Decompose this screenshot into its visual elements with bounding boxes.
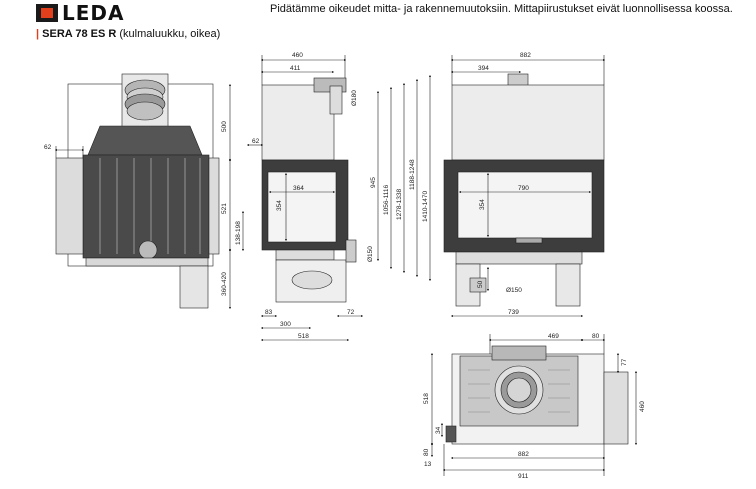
side-dim-500: 500 xyxy=(221,121,228,132)
plan-dim-34: 34 xyxy=(435,426,442,434)
side-dim-flue: Ø180 xyxy=(351,90,358,106)
side-dim-360-420: 360-420 xyxy=(221,272,228,296)
plan-dim-13: 13 xyxy=(424,461,432,468)
brand-name: LEDA xyxy=(62,1,125,25)
model-title: | SERA 78 ES R (kulmaluukku, oikea) xyxy=(36,28,220,40)
side-hood xyxy=(261,84,335,161)
side-dim-945: 945 xyxy=(370,177,377,188)
side-dim-72: 72 xyxy=(347,309,355,316)
side-dim-1410-1470: 1410-1470 xyxy=(422,191,429,222)
right-dim-739: 739 xyxy=(508,309,519,316)
plan-dim-911: 911 xyxy=(518,473,529,480)
disclaimer-text: Pidätämme oikeudet mitta- ja rakennemuut… xyxy=(270,3,733,15)
side-view: 460 411 Ø180 364 354 62 Ø150 500 521 138… xyxy=(221,52,432,342)
plan-dim-518: 518 xyxy=(423,393,430,404)
firebox-body xyxy=(82,154,210,259)
right-dim-790: 790 xyxy=(518,185,529,192)
leda-logo-mark-icon xyxy=(36,4,58,22)
side-dim-411: 411 xyxy=(290,65,301,72)
right-glass xyxy=(457,171,593,239)
right-view: 882 394 790 354 50 Ø150 739 xyxy=(443,52,606,318)
side-dim-83: 83 xyxy=(265,309,273,316)
plan-dim-80: 80 xyxy=(592,333,600,340)
plan-dim-460: 460 xyxy=(639,401,646,412)
side-dim-521: 521 xyxy=(221,203,228,214)
plan-dim-882: 882 xyxy=(518,451,529,458)
right-dim-882: 882 xyxy=(520,52,531,59)
right-dim-air: Ø150 xyxy=(506,287,522,294)
plan-dim-469: 469 xyxy=(548,333,559,340)
model-bar: | xyxy=(36,28,40,40)
leda-logo: LEDA xyxy=(36,1,125,25)
side-dim-1188-1248: 1188-1248 xyxy=(409,159,416,190)
front-view: 62 xyxy=(44,73,220,309)
page-header: LEDA Pidätämme oikeudet mitta- ja rakenn… xyxy=(0,0,756,40)
side-dim-364: 364 xyxy=(293,185,304,192)
side-dim-300: 300 xyxy=(280,321,291,328)
side-dim-1278-1338: 1278-1338 xyxy=(396,189,403,220)
hood xyxy=(87,125,203,156)
right-dim-354: 354 xyxy=(479,199,486,210)
plan-dim-77: 77 xyxy=(621,358,628,366)
front-dim-62: 62 xyxy=(44,144,52,151)
side-glass xyxy=(267,171,337,243)
plan-dim-80-left: 80 xyxy=(423,448,430,456)
side-dim-air: Ø150 xyxy=(367,246,374,262)
right-dim-394: 394 xyxy=(478,65,489,72)
side-dim-1056-1116: 1056-1116 xyxy=(383,184,390,215)
side-dim-138-198: 138-198 xyxy=(235,221,242,245)
plan-view: 469 80 77 460 518 3 xyxy=(423,333,646,480)
model-name: SERA 78 ES R xyxy=(42,28,117,40)
side-dim-518: 518 xyxy=(298,333,309,340)
side-dim-354: 354 xyxy=(276,200,283,211)
right-hood xyxy=(451,84,605,161)
right-dim-50: 50 xyxy=(477,280,484,288)
side-dim-62: 62 xyxy=(252,138,260,145)
model-description: (kulmaluukku, oikea) xyxy=(119,28,221,40)
side-dim-460: 460 xyxy=(292,52,303,59)
